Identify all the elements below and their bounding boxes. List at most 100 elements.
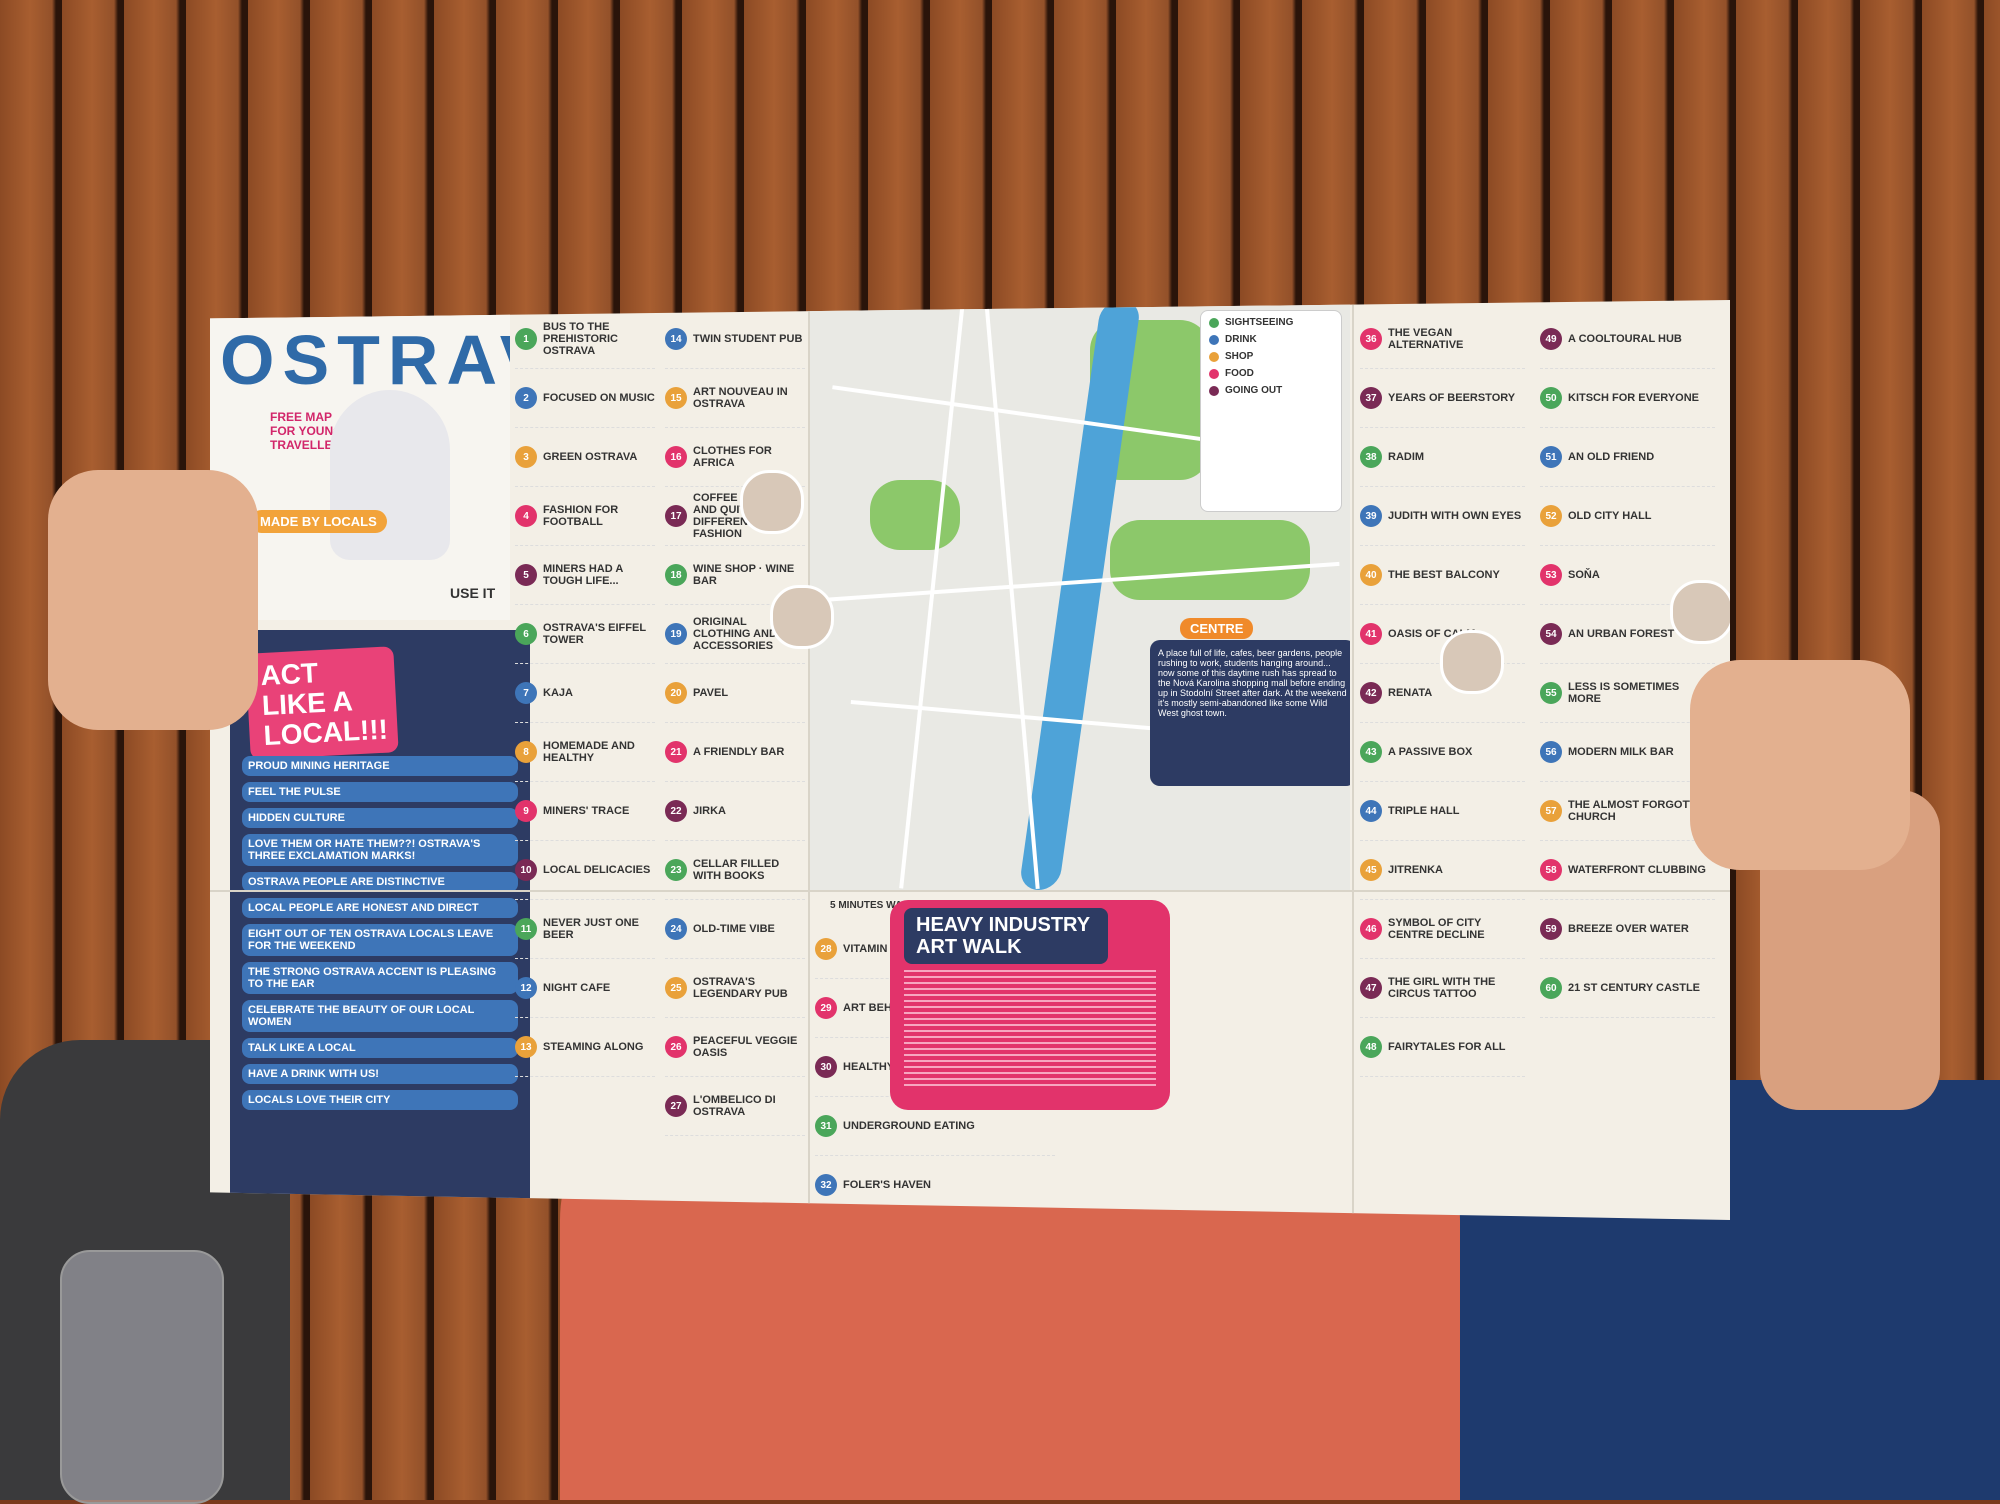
item-number-badge: 43 (1360, 741, 1382, 763)
item-number-badge: 19 (665, 623, 687, 645)
item-title: MODERN MILK BAR (1568, 746, 1674, 758)
act-section-heading: LOCALS LOVE THEIR CITY (242, 1090, 518, 1110)
cover-tagline: FREE MAP FOR YOUNG TRAVELLERS (270, 410, 350, 452)
item-number-badge: 4 (515, 505, 537, 527)
act-section-heading: CELEBRATE THE BEAUTY OF OUR LOCAL WOMEN (242, 1000, 518, 1032)
item-title: LOCAL DELICACIES (543, 864, 651, 876)
item-title: FAIRYTALES FOR ALL (1388, 1041, 1506, 1053)
item-number-badge: 23 (665, 859, 687, 881)
street (984, 300, 1040, 890)
centre-description: A place full of life, cafes, beer garden… (1150, 640, 1350, 786)
legend-swatch (1209, 351, 1219, 362)
legend-label: DRINK (1225, 334, 1257, 345)
item-number-badge: 20 (665, 682, 687, 704)
act-section-heading: EIGHT OUT OF TEN OSTRAVA LOCALS LEAVE FO… (242, 924, 518, 956)
item-number-badge: 54 (1540, 623, 1562, 645)
item-number-badge: 56 (1540, 741, 1562, 763)
ostrava-map-sheet: OSTRAVA FREE MAP FOR YOUNG TRAVELLERS MA… (210, 300, 1730, 1220)
item-number-badge: 13 (515, 1036, 537, 1058)
item-number-badge: 44 (1360, 800, 1382, 822)
act-section-heading: HIDDEN CULTURE (242, 808, 518, 828)
item-title: AN OLD FRIEND (1568, 451, 1655, 463)
item-number-badge: 48 (1360, 1036, 1382, 1058)
legend-swatch (1209, 317, 1219, 328)
item-number-badge: 6 (515, 623, 537, 645)
item-title: NIGHT CAFE (543, 982, 611, 994)
item-title: THE BEST BALCONY (1388, 569, 1500, 581)
item-title: RENATA (1388, 687, 1433, 699)
list-item: 9 MINERS' TRACE (515, 782, 655, 841)
act-like-a-local-title: ACT LIKE A LOCAL!!! (245, 646, 399, 760)
item-title: HOMEMADE AND HEALTHY (543, 740, 635, 764)
item-number-badge: 40 (1360, 564, 1382, 586)
item-number-badge: 41 (1360, 623, 1382, 645)
item-number-badge: 7 (515, 682, 537, 704)
item-number-badge: 59 (1540, 918, 1562, 940)
item-number-badge: 9 (515, 800, 537, 822)
heavy-industry-title: HEAVY INDUSTRY ART WALK (904, 908, 1108, 964)
item-number-badge: 28 (815, 938, 837, 960)
item-title: SYMBOL OF CITY CENTRE DECLINE (1388, 917, 1485, 941)
item-title: OSTRAVA'S EIFFEL TOWER (543, 622, 646, 646)
item-number-badge: 57 (1540, 800, 1562, 822)
centre-label: CENTRE (1180, 618, 1254, 639)
item-number-badge: 45 (1360, 859, 1382, 881)
item-title: L'OMBELICO DI OSTRAVA (693, 1094, 776, 1118)
list-item: 3 GREEN OSTRAVA (515, 428, 655, 487)
item-title: LESS IS SOMETIMES MORE (1568, 681, 1680, 705)
item-title: SOŇA (1568, 569, 1600, 581)
heavy-industry-body-text (904, 970, 1156, 1090)
item-title: NEVER JUST ONE BEER (543, 917, 639, 941)
item-number-badge: 30 (815, 1056, 837, 1078)
item-title: OLD CITY HALL (1568, 510, 1652, 522)
fold-line (808, 300, 810, 1220)
item-title: CELLAR FILLED WITH BOOKS (693, 858, 780, 882)
unicorn-illustration (330, 390, 450, 560)
list-item: 27 L'OMBELICO DI OSTRAVA (665, 1077, 805, 1136)
item-number-badge: 58 (1540, 859, 1562, 881)
item-number-badge: 32 (815, 1174, 837, 1196)
item-number-badge: 12 (515, 977, 537, 999)
item-title: MINERS' TRACE (543, 805, 630, 817)
item-title: THE GIRL WITH THE CIRCUS TATTOO (1388, 976, 1496, 1000)
item-title: STEAMING ALONG (543, 1041, 644, 1053)
item-number-badge: 3 (515, 446, 537, 468)
item-number-badge: 27 (665, 1095, 687, 1117)
item-title: PAVEL (693, 687, 729, 699)
act-section-heading: PROUD MINING HERITAGE (242, 756, 518, 776)
act-section-heading: THE STRONG OSTRAVA ACCENT IS PLEASING TO… (242, 962, 518, 994)
item-title: PEACEFUL VEGGIE OASIS (693, 1035, 798, 1059)
map-cover: OSTRAVA FREE MAP FOR YOUNG TRAVELLERS MA… (210, 300, 510, 620)
item-title: CLOTHES FOR AFRICA (693, 445, 772, 469)
legend-entry: SHOP (1209, 351, 1333, 362)
item-number-badge: 37 (1360, 387, 1382, 409)
item-number-badge: 49 (1540, 328, 1562, 350)
fold-line (210, 890, 1730, 892)
item-title: ART NOUVEAU IN OSTRAVA (693, 386, 788, 410)
item-number-badge: 10 (515, 859, 537, 881)
list-item: 10 LOCAL DELICACIES (515, 841, 655, 900)
item-title: RADIM (1388, 451, 1425, 463)
item-title: 21 ST CENTURY CASTLE (1568, 982, 1701, 994)
item-title: FOCUSED ON MUSIC (543, 392, 655, 404)
item-number-badge: 15 (665, 387, 687, 409)
item-title: GREEN OSTRAVA (543, 451, 638, 463)
